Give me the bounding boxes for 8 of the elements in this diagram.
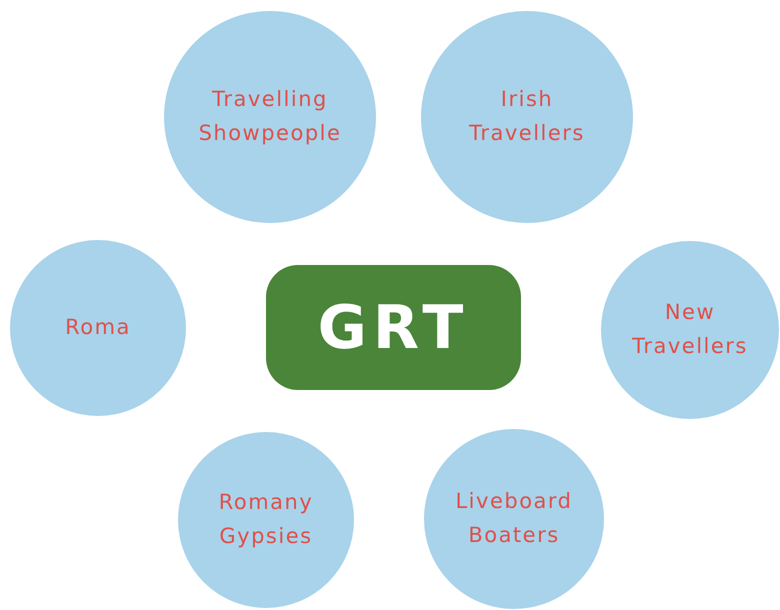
center-box <box>266 265 521 390</box>
center-label: GRT <box>318 292 470 362</box>
group-label: Travelling Showpeople <box>198 86 342 147</box>
group-label: Liveboard Boaters <box>454 488 574 549</box>
group-label: Romany Gypsies <box>218 489 314 550</box>
group-label: Roma <box>65 314 131 342</box>
group-label: New Travellers <box>631 299 749 360</box>
group-label: Irish Travellers <box>468 86 586 147</box>
